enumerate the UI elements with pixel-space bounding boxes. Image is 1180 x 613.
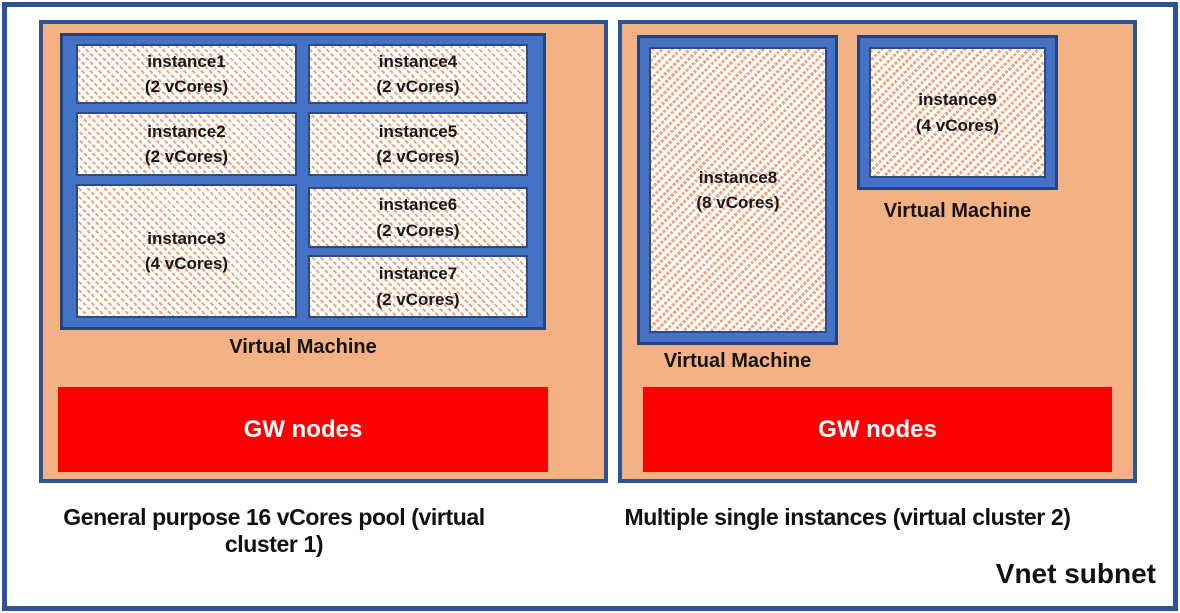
instance-cores: (8 vCores) [696, 193, 780, 212]
virtual-machine-label-pool: Virtual Machine [229, 336, 377, 358]
gw-nodes-label: GW nodes [818, 415, 937, 443]
instance-cores: (2 vCores) [376, 77, 460, 96]
cluster-2-caption: Multiple single instances (virtual clust… [624, 504, 1071, 530]
instance-box-6: instance6 (2 vCores) [308, 187, 528, 248]
gw-nodes-bar-cluster-1: GW nodes [58, 387, 548, 472]
instance-name: instance1 [147, 51, 226, 71]
cluster-1-caption: General purpose 16 vCores pool (virtual … [63, 504, 485, 557]
gw-nodes-label: GW nodes [243, 415, 363, 443]
instance-name: instance7 [378, 264, 458, 283]
instance-name: instance2 [147, 121, 226, 141]
instance-cores: (4 vCores) [915, 115, 1000, 135]
instance-cores: (2 vCores) [144, 77, 229, 96]
instance-box-8: instance8 (8 vCores) [649, 47, 827, 333]
instance-box-1: instance1 (2 vCores) [76, 44, 297, 104]
instance-cores: (4 vCores) [144, 254, 229, 273]
instance-box-4: instance4 (2 vCores) [308, 44, 528, 104]
instance-box-7: instance7 (2 vCores) [308, 255, 528, 318]
instance-name: instance9 [918, 90, 997, 109]
instance-box-2: instance2 (2 vCores) [76, 112, 297, 176]
virtual-machine-label-instance8: Virtual Machine [663, 350, 812, 372]
instance-box-9: instance9 (4 vCores) [869, 47, 1046, 178]
instance-name: instance4 [378, 51, 458, 71]
instance-box-5: instance5 (2 vCores) [308, 112, 528, 176]
vnet-subnet-label: Vnet subnet [995, 558, 1156, 589]
instance-name: instance6 [378, 195, 458, 214]
instance-cores: (2 vCores) [376, 289, 460, 309]
gw-nodes-bar-cluster-2: GW nodes [643, 387, 1112, 472]
instance-cores: (2 vCores) [376, 220, 460, 240]
instance-box-3: instance3 (4 vCores) [76, 184, 297, 318]
instance-name: instance8 [698, 167, 778, 187]
instance-cores: (2 vCores) [144, 147, 229, 166]
virtual-machine-label-instance9: Virtual Machine [883, 200, 1032, 222]
instance-name: instance3 [147, 228, 226, 248]
instance-cores: (2 vCores) [376, 147, 460, 166]
instance-name: instance5 [378, 121, 458, 141]
